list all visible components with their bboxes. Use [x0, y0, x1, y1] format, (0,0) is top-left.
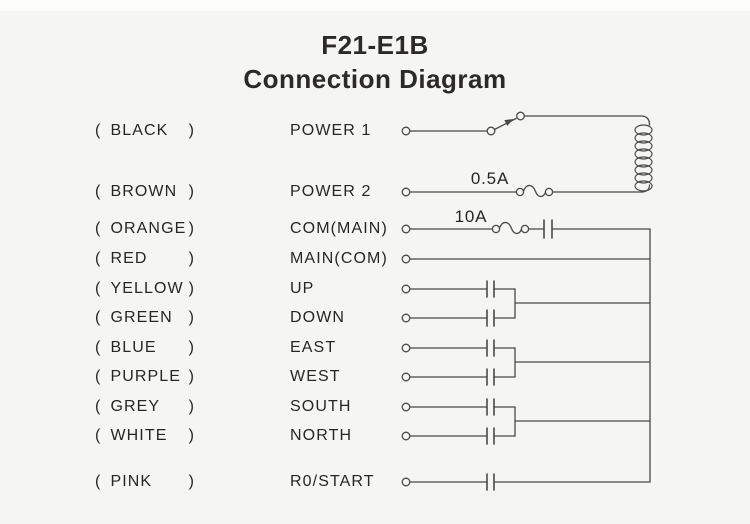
paren-open: ( — [95, 309, 102, 326]
coil-symbol — [634, 124, 653, 193]
contact-symbol-east — [486, 339, 495, 357]
power2-wire — [401, 184, 643, 198]
paren-open: ( — [95, 122, 102, 139]
wire-color-label-white: ( WHITE) — [95, 425, 195, 447]
wire-color-label-yellow: ( YELLOW) — [95, 278, 195, 300]
color-name: YELLOW — [110, 280, 184, 297]
paren-close: ) — [188, 398, 195, 415]
color-name: GREEN — [110, 309, 173, 326]
paren-open: ( — [95, 427, 102, 444]
wire-color-label-purple: ( PURPLE) — [95, 366, 195, 388]
wire-color-label-red: ( RED) — [95, 248, 195, 270]
paren-close: ) — [188, 309, 195, 326]
color-name: BROWN — [110, 183, 178, 200]
function-label-r0-start: R0/START — [290, 473, 375, 490]
wire-color-label-blue: ( BLUE) — [95, 337, 195, 359]
page-title: F21-E1B Connection Diagram — [0, 28, 750, 96]
paren-open: ( — [95, 368, 102, 385]
wire-color-label-green: ( GREEN) — [95, 307, 195, 329]
wire-color-label-brown: ( BROWN) — [95, 181, 195, 203]
fuse-0p5a-symbol — [515, 184, 554, 198]
function-label-power1: POWER 1 — [290, 122, 372, 139]
paren-close: ) — [188, 280, 195, 297]
south-north-pair-wire — [401, 398, 651, 445]
switch-symbol — [493, 117, 517, 131]
function-label-com-main: COM(MAIN) — [290, 220, 388, 237]
contact-symbol-north — [486, 427, 495, 445]
paren-close: ) — [188, 339, 195, 356]
paren-open: ( — [95, 473, 102, 490]
up-down-pair-wire — [401, 280, 651, 327]
paren-close: ) — [188, 122, 195, 139]
color-name: RED — [110, 250, 148, 267]
color-name: BLACK — [110, 122, 169, 139]
color-name: BLUE — [110, 339, 157, 356]
paren-open: ( — [95, 220, 102, 237]
page-title-line2: Connection Diagram — [243, 64, 507, 94]
fuse-rating-10a: 10A — [454, 207, 488, 226]
contact-symbol-west — [486, 368, 495, 386]
wire-color-label-pink: ( PINK) — [95, 471, 195, 493]
paren-close: ) — [188, 183, 195, 200]
paren-close: ) — [188, 368, 195, 385]
paren-open: ( — [95, 398, 102, 415]
contact-symbol-down — [486, 309, 495, 327]
paren-close: ) — [188, 250, 195, 267]
com-main-wire — [401, 219, 651, 239]
function-label-power2: POWER 2 — [290, 183, 372, 200]
function-label-north: NORTH — [290, 427, 353, 444]
paren-close: ) — [188, 473, 195, 490]
color-name: GREY — [110, 398, 161, 415]
wire-color-label-black: ( BLACK) — [95, 120, 195, 142]
paren-open: ( — [95, 339, 102, 356]
color-name: PURPLE — [110, 368, 182, 385]
color-name: ORANGE — [110, 220, 187, 237]
contact-symbol-r0 — [486, 473, 495, 491]
paren-close: ) — [188, 220, 195, 237]
fuse-10a-symbol — [491, 221, 530, 235]
function-label-up: UP — [290, 280, 315, 297]
paren-open: ( — [95, 183, 102, 200]
contact-symbol-up — [486, 280, 495, 298]
power1-wire — [401, 111, 651, 136]
function-label-west: WEST — [290, 368, 341, 385]
function-label-south: SOUTH — [290, 398, 352, 415]
paren-open: ( — [95, 280, 102, 297]
color-name: PINK — [110, 473, 153, 490]
function-label-east: EAST — [290, 339, 337, 356]
fuse-rating-0p5a: 0.5A — [470, 169, 510, 188]
r0-start-wire — [401, 473, 651, 491]
wire-color-label-grey: ( GREY) — [95, 396, 195, 418]
function-label-main-com: MAIN(COM) — [290, 250, 388, 267]
contact-symbol-com — [543, 219, 553, 239]
page-title-line1: F21-E1B — [321, 30, 429, 60]
paren-open: ( — [95, 250, 102, 267]
top-white-band — [0, 0, 750, 11]
paren-close: ) — [188, 427, 195, 444]
function-label-down: DOWN — [290, 309, 346, 326]
wire-color-label-orange: ( ORANGE) — [95, 218, 195, 240]
color-name: WHITE — [110, 427, 168, 444]
contact-symbol-south — [486, 398, 495, 416]
main-com-wire — [401, 254, 651, 264]
east-west-pair-wire — [401, 339, 651, 386]
